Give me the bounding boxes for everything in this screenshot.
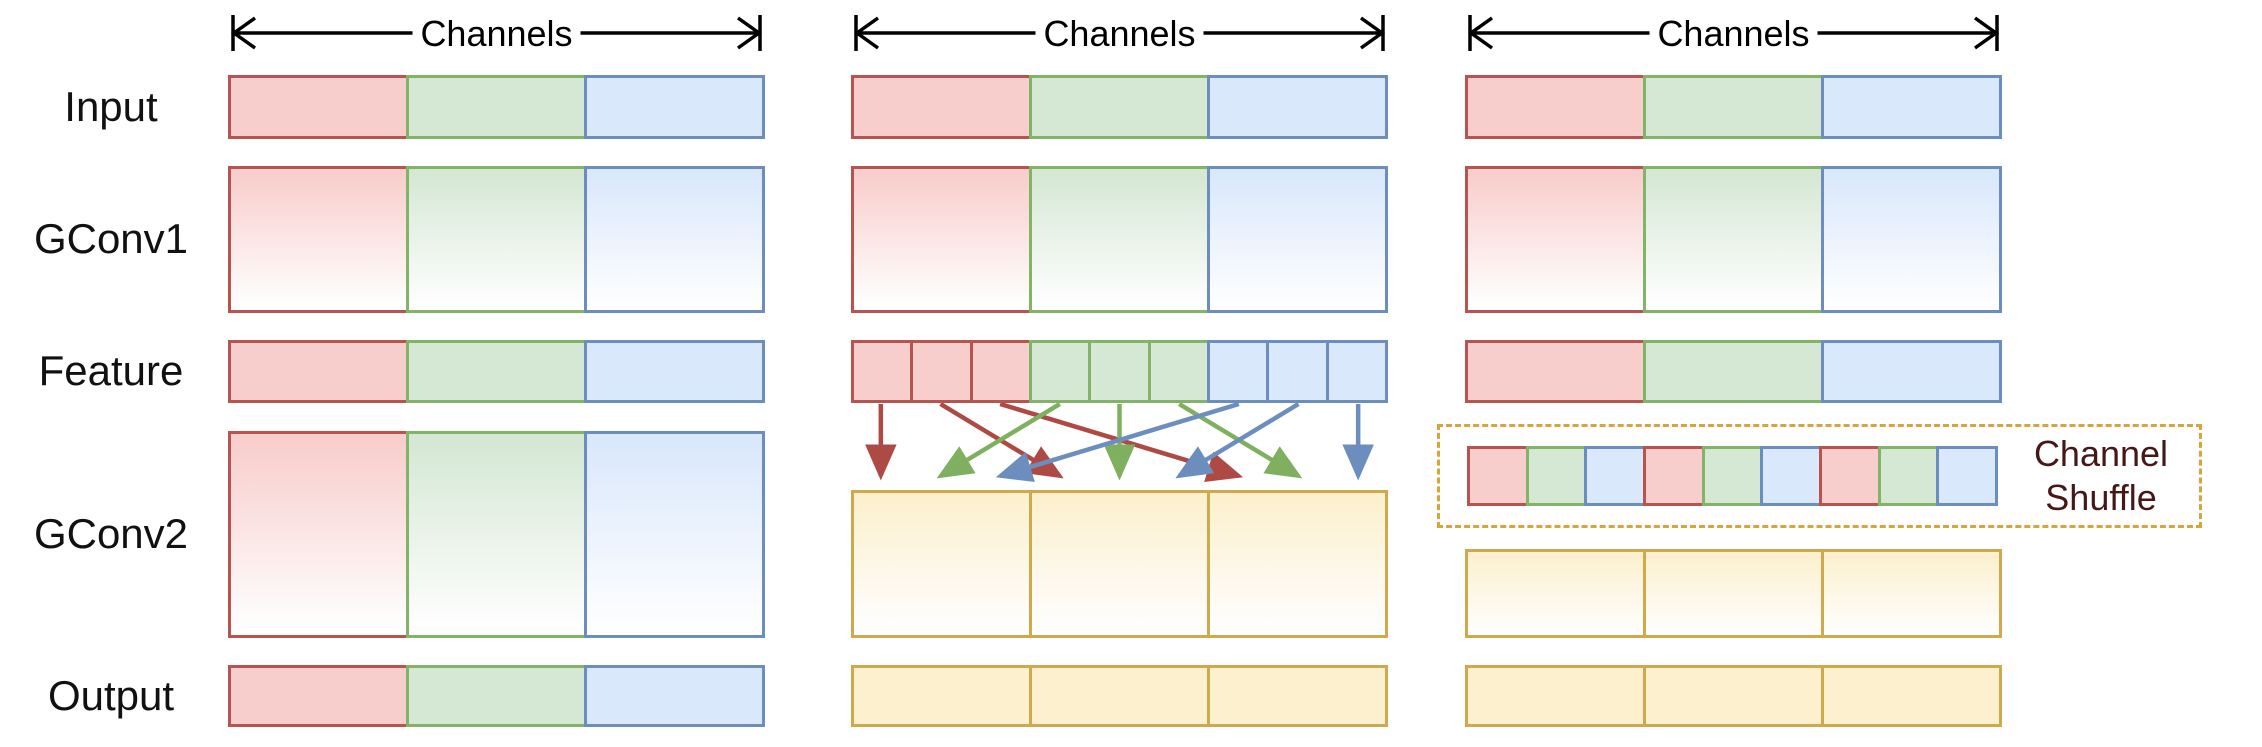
yellow-channel-segment xyxy=(1465,665,1646,727)
panel-shuffle-arrows: Channels xyxy=(851,0,1388,747)
red-channel-segment xyxy=(228,340,409,403)
channels-label: Channels xyxy=(1043,13,1195,54)
green-channel-segment xyxy=(1643,340,1824,403)
green-channel-segment xyxy=(1088,340,1151,403)
red-shuffle-arrow xyxy=(999,403,1244,482)
blue-channel-segment xyxy=(1821,166,2002,313)
row-label-gconv1: GConv1 xyxy=(33,215,189,262)
red-channel-segment xyxy=(228,665,409,727)
panel-grouped-conv: Channels xyxy=(228,0,765,747)
red-channel-segment xyxy=(1465,166,1646,313)
gconv2-row xyxy=(851,490,1388,638)
blue-channel-segment xyxy=(584,431,765,638)
input-row xyxy=(228,75,765,139)
row-label-input: Input xyxy=(64,83,158,130)
blue-channel-segment xyxy=(1325,340,1388,403)
feature-row xyxy=(851,340,1388,403)
green-channel-segment xyxy=(406,665,587,727)
yellow-channel-segment xyxy=(1207,665,1388,727)
output-row xyxy=(851,665,1388,727)
blue-channel-segment xyxy=(584,340,765,403)
blue-channel-segment xyxy=(584,665,765,727)
red-channel-segment xyxy=(851,340,914,403)
red-channel-segment xyxy=(1467,446,1529,506)
green-channel-segment xyxy=(406,340,587,403)
channel-shuffle-dashed-box xyxy=(1437,424,2202,528)
red-channel-segment xyxy=(851,75,1032,139)
green-channel-segment xyxy=(1643,75,1824,139)
row-label-feature: Feature xyxy=(38,347,184,394)
shuffle-mapping-arrows xyxy=(865,403,1374,482)
shuffled-row xyxy=(1467,446,1999,506)
red-channel-segment xyxy=(851,166,1032,313)
green-channel-segment xyxy=(1701,446,1764,506)
input-row xyxy=(851,75,1388,139)
red-shuffle-arrow xyxy=(939,403,1064,479)
yellow-channel-segment xyxy=(1029,490,1210,638)
green-channel-segment xyxy=(406,75,587,139)
blue-channel-segment xyxy=(584,75,765,139)
channels-label: Channels xyxy=(1657,13,1809,54)
blue-channel-segment xyxy=(1207,166,1388,313)
red-channel-segment xyxy=(228,431,409,638)
blue-shuffle-arrow xyxy=(1175,403,1300,479)
gconv1-row xyxy=(1465,166,2002,313)
channels-extent-arrow: Channels xyxy=(1467,8,2000,56)
yellow-channel-segment xyxy=(1029,665,1210,727)
yellow-channel-segment xyxy=(1465,549,1646,638)
channel-shuffle-label-line2: Shuffle xyxy=(2045,477,2157,518)
channels-extent-arrow: Channels xyxy=(853,8,1386,56)
blue-channel-segment xyxy=(1266,340,1329,403)
red-channel-segment xyxy=(969,340,1032,403)
red-channel-segment xyxy=(1465,75,1646,139)
blue-channel-segment xyxy=(584,166,765,313)
blue-channel-segment xyxy=(1936,446,1999,506)
yellow-channel-segment xyxy=(1643,665,1824,727)
green-shuffle-arrow xyxy=(936,403,1061,479)
output-row xyxy=(228,665,765,727)
channels-label: Channels xyxy=(420,13,572,54)
blue-shuffle-arrow xyxy=(995,403,1240,482)
yellow-channel-segment xyxy=(1207,490,1388,638)
green-channel-segment xyxy=(1029,75,1210,139)
yellow-channel-segment xyxy=(851,490,1032,638)
gconv2-row xyxy=(228,431,765,638)
green-shuffle-arrow xyxy=(1178,403,1303,479)
green-channel-segment xyxy=(1028,340,1092,403)
row-label-gconv2: GConv2 xyxy=(33,510,189,557)
red-channel-segment xyxy=(228,166,409,313)
red-channel-segment xyxy=(1819,446,1881,506)
red-channel-segment xyxy=(910,340,973,403)
green-channel-segment xyxy=(406,166,587,313)
blue-channel-segment xyxy=(1821,75,2002,139)
yellow-channel-segment xyxy=(1821,665,2002,727)
green-channel-segment xyxy=(406,431,587,638)
green-channel-segment xyxy=(1029,166,1210,313)
yellow-channel-segment xyxy=(1643,549,1824,638)
blue-channel-segment xyxy=(1207,75,1388,139)
input-row xyxy=(1465,75,2002,139)
blue-channel-segment xyxy=(1821,340,2002,403)
yellow-channel-segment xyxy=(1821,549,2002,638)
gconv1-row xyxy=(851,166,1388,313)
red-channel-segment xyxy=(228,75,409,139)
blue-channel-segment xyxy=(1206,340,1270,403)
channels-extent-arrow: Channels xyxy=(230,8,763,56)
feature-row xyxy=(228,340,765,403)
red-channel-segment xyxy=(1465,340,1646,403)
green-channel-segment xyxy=(1147,340,1210,403)
feature-row xyxy=(1465,340,2002,403)
yellow-channel-segment xyxy=(851,665,1032,727)
gconv1-row xyxy=(228,166,765,313)
green-channel-segment xyxy=(1643,166,1824,313)
row-label-output: Output xyxy=(47,672,175,719)
channel-shuffle-label: Channel Shuffle xyxy=(1996,432,2206,520)
output-row xyxy=(1465,665,2002,727)
channel-shuffle-label-line1: Channel xyxy=(2033,433,2169,474)
gconv2-row xyxy=(1465,549,2002,638)
green-channel-segment xyxy=(1525,446,1588,506)
panel-channel-shuffle: Channels xyxy=(1465,0,2002,747)
